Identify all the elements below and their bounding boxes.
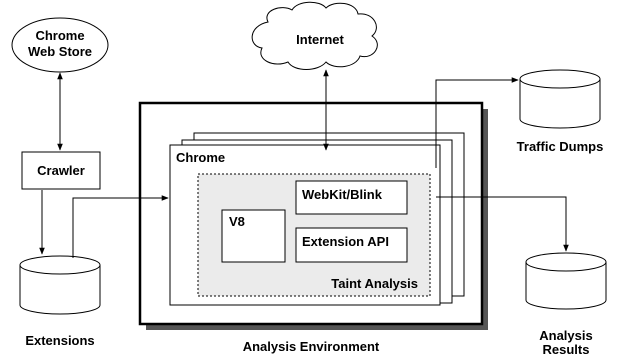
analysis-results-database-icon — [525, 252, 607, 310]
v8-label: V8 — [229, 214, 245, 229]
extensions-label: Extensions — [25, 333, 94, 348]
chrome-web-store-label-1: Chrome — [35, 28, 84, 43]
traffic-dumps-database-icon — [519, 69, 601, 129]
internet-cloud-icon — [251, 1, 378, 70]
webkit-blink-label: WebKit/Blink — [302, 187, 383, 202]
crawler-node — [21, 151, 101, 190]
extension-api-label: Extension API — [302, 234, 389, 249]
chrome-results-arrow — [436, 196, 569, 252]
extension-api-node — [295, 227, 408, 263]
analysis-results-label-1: Analysis — [539, 328, 592, 343]
extensions-chrome-arrow — [72, 195, 169, 258]
analysis-environment-label: Analysis Environment — [243, 339, 380, 354]
analysis-results-label-2: Results — [543, 342, 590, 357]
v8-node — [221, 209, 286, 263]
internet-label: Internet — [296, 32, 344, 47]
traffic-dumps-label: Traffic Dumps — [517, 139, 604, 154]
webkit-blink-node — [295, 180, 408, 215]
crawler-label: Crawler — [37, 163, 85, 178]
extensions-database-icon — [19, 255, 101, 315]
taint-analysis-label: Taint Analysis — [331, 276, 418, 291]
chrome-label: Chrome — [176, 150, 225, 165]
chrome-traffic-arrow — [435, 77, 519, 168]
chrome-web-store-label-2: Web Store — [28, 44, 92, 59]
chrome-web-store-node — [11, 17, 109, 73]
